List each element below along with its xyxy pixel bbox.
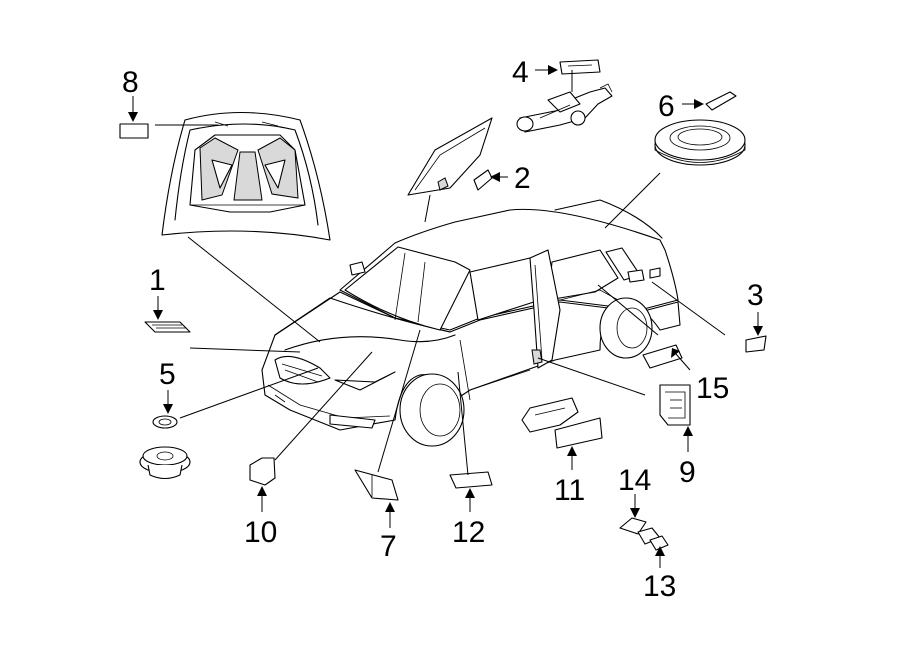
callout-8: 8 [122, 66, 139, 99]
leader-lines [155, 70, 726, 476]
callout-11: 11 [554, 474, 585, 507]
callout-5: 5 [159, 358, 176, 391]
hood-label [119, 123, 149, 139]
callout-1: 1 [149, 264, 166, 297]
door-label [659, 384, 691, 426]
tire-label [705, 91, 737, 111]
sill-label [521, 397, 603, 449]
jack-label [559, 59, 601, 75]
emission-label [144, 321, 191, 333]
callout-6: 6 [658, 90, 675, 123]
callout-9: 9 [679, 456, 696, 489]
misc-labels [619, 517, 669, 551]
callout-2: 2 [514, 162, 531, 195]
pillar-label [449, 471, 493, 489]
fender-label [249, 457, 276, 486]
door-jamb-label [642, 344, 683, 369]
callout-4: 4 [512, 56, 529, 89]
callout-numbers: 8 4 6 2 1 3 5 15 9 11 10 7 12 14 13 [122, 56, 764, 603]
spare-tire [654, 119, 746, 166]
trunk-label [745, 335, 767, 353]
callout-12: 12 [452, 516, 485, 549]
callout-arrows [128, 65, 763, 568]
jack-assembly [516, 83, 613, 133]
callout-15: 15 [696, 372, 729, 405]
callout-3: 3 [747, 279, 764, 312]
callout-7: 7 [380, 530, 397, 563]
windshield-label [354, 469, 399, 501]
callout-10: 10 [244, 516, 277, 549]
vehicle-body [261, 199, 681, 447]
hood-panel [161, 112, 331, 241]
glass-label [473, 169, 493, 191]
door-glass [407, 117, 493, 196]
callout-13: 13 [643, 570, 676, 603]
fuel-cap [139, 415, 191, 480]
callout-14: 14 [618, 464, 651, 497]
